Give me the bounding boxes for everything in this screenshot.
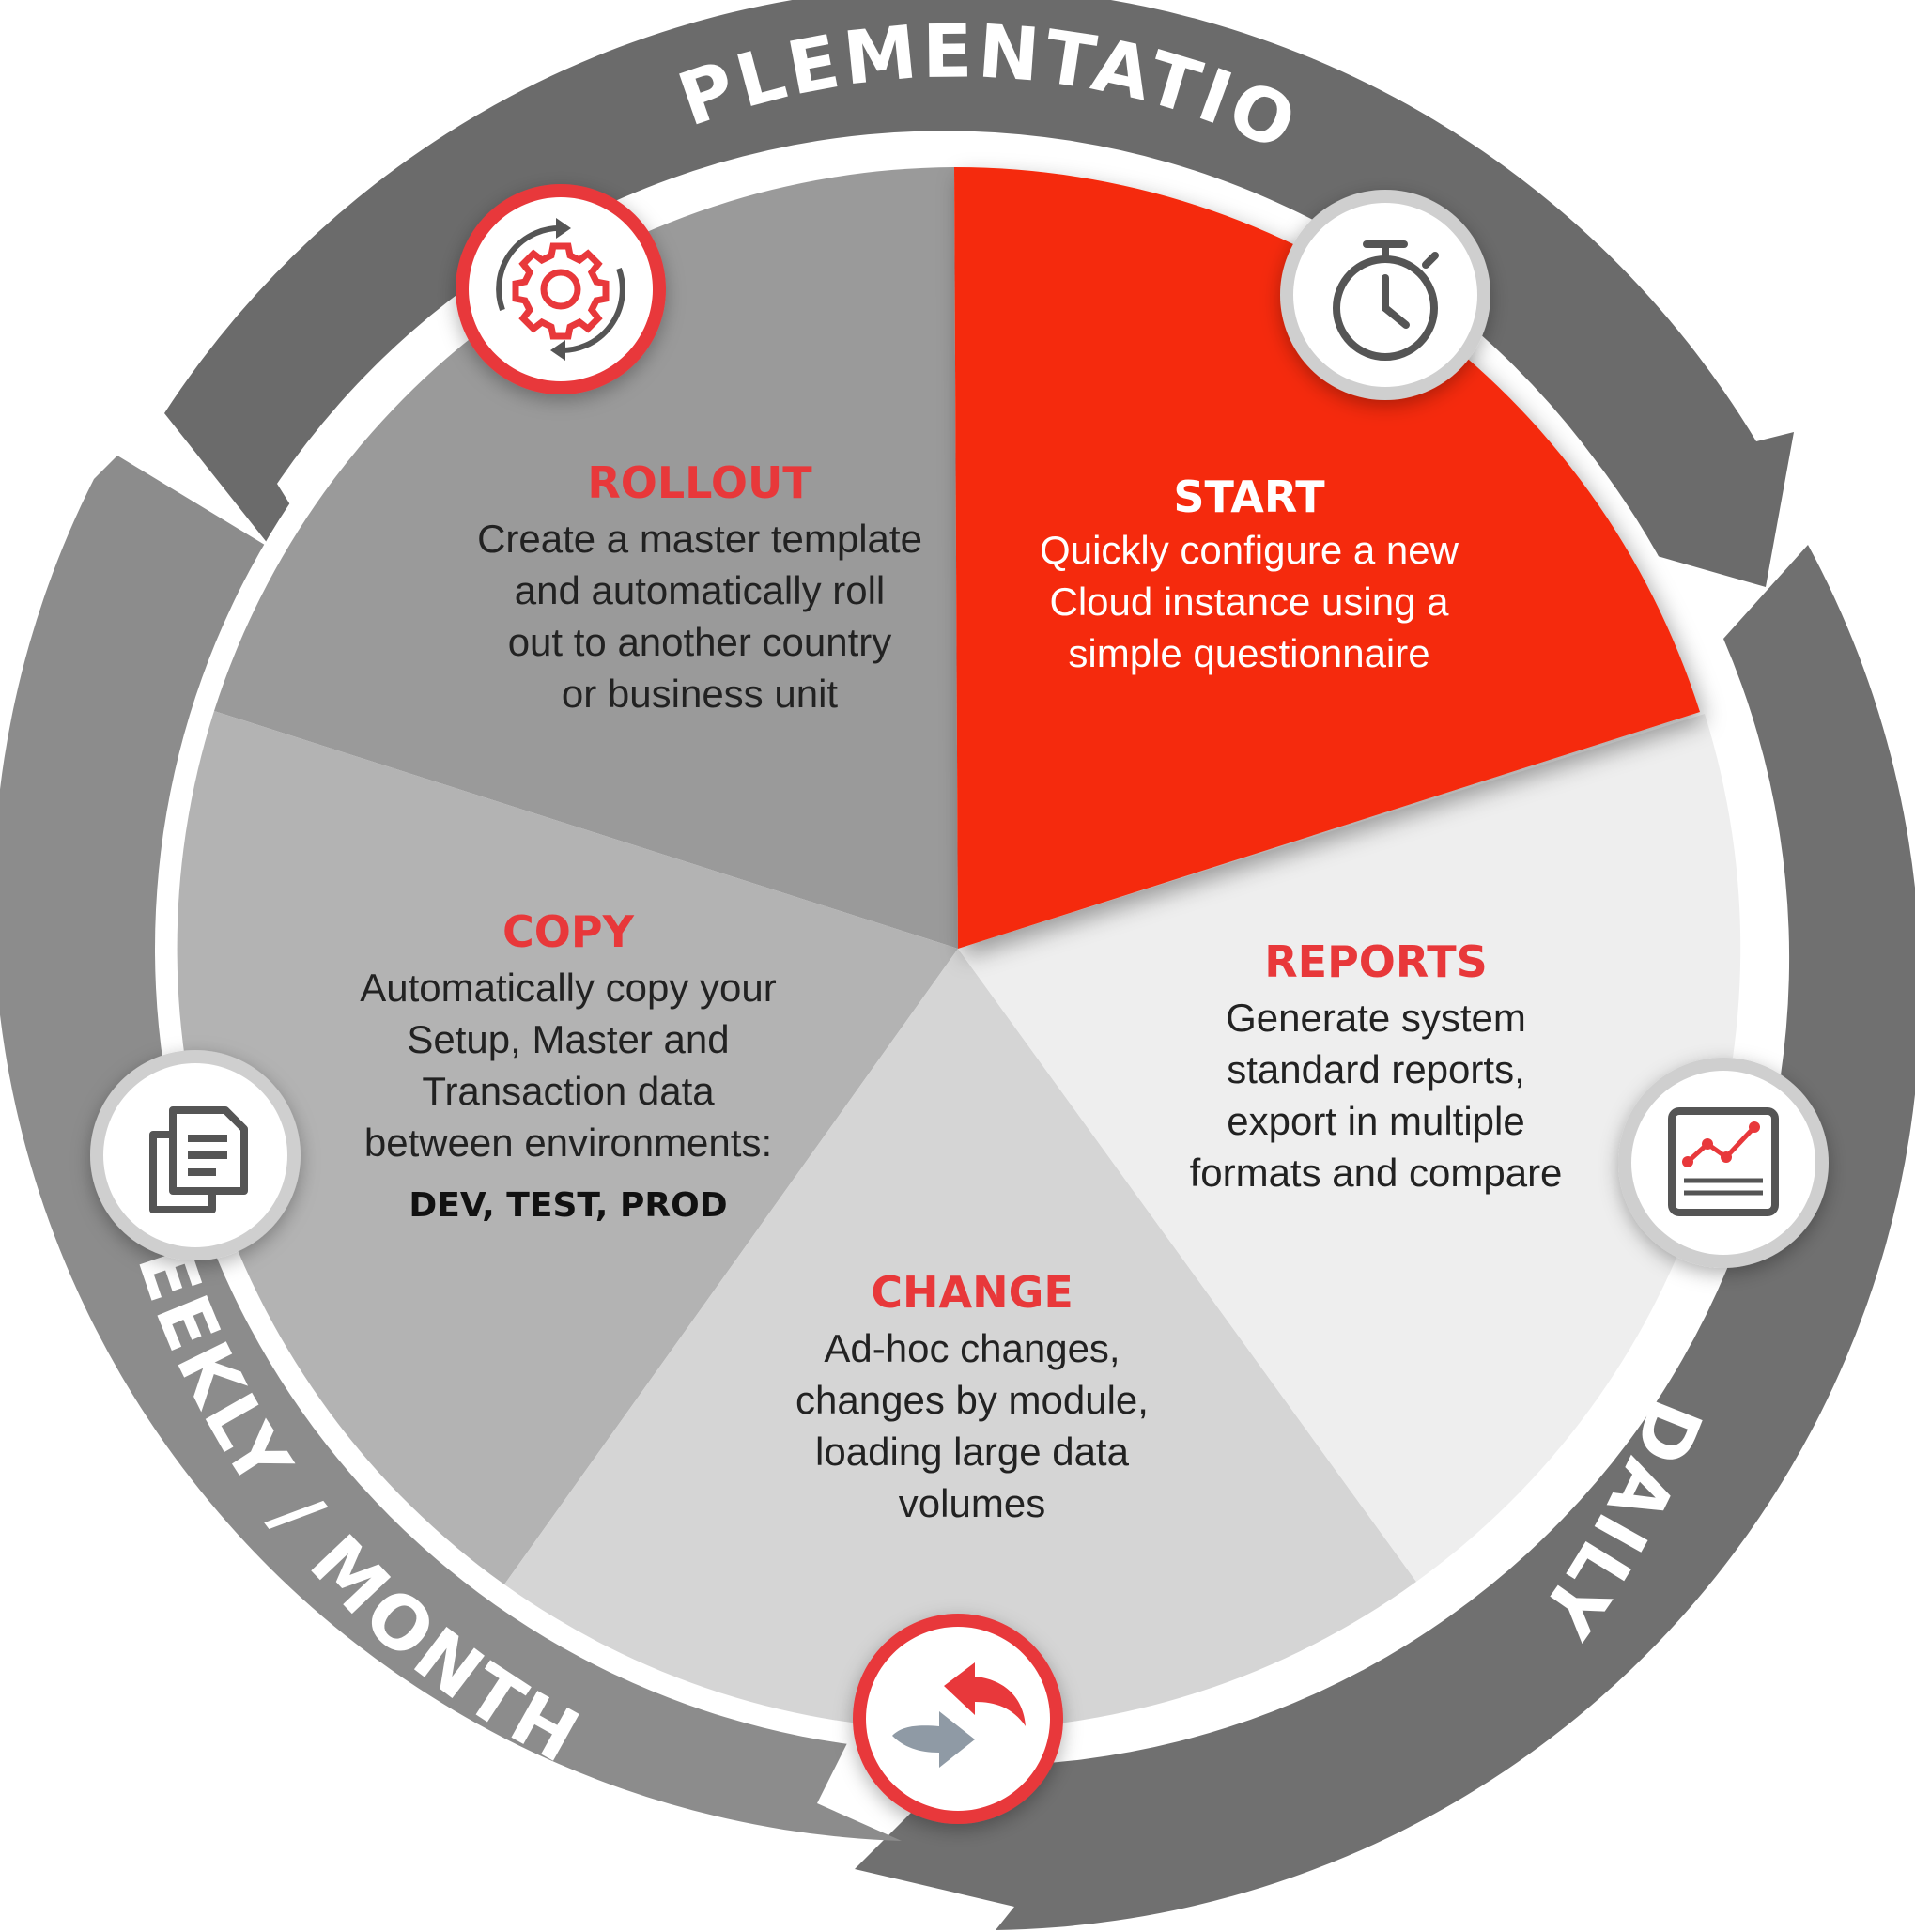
copy-line-3: Transaction data (422, 1069, 715, 1113)
start-line-1: Quickly configure a new (1040, 528, 1459, 572)
rollout-line-2: and automatically roll (515, 568, 886, 612)
reports-line-4: formats and compare (1190, 1151, 1563, 1195)
segment-copy (177, 711, 958, 1584)
copy-line-1: Automatically copy your (360, 966, 777, 1010)
start-line-2: Cloud instance using a (1050, 580, 1450, 624)
gear-cycle-icon (456, 184, 666, 394)
segment-reports (958, 714, 1741, 1582)
copy-documents-icon (90, 1050, 301, 1260)
copy-environments: DEV, TEST, PROD (409, 1186, 727, 1225)
pie (177, 166, 1741, 1730)
rollout-line-3: out to another country (508, 620, 892, 664)
reports-title: REPORTS (1264, 936, 1488, 987)
start-text: START Quickly configure a new Cloud inst… (1040, 471, 1459, 675)
daily-arrow (855, 545, 1915, 1930)
stopwatch-icon (1280, 190, 1490, 400)
change-line-4: volumes (899, 1481, 1045, 1525)
segment-start (954, 166, 1700, 949)
copy-line-4: between environments: (364, 1121, 772, 1165)
copy-line-2: Setup, Master and (407, 1017, 729, 1061)
rollout-title: ROLLOUT (587, 457, 812, 508)
change-title: CHANGE (871, 1267, 1073, 1318)
weekly-monthly-arrow (0, 456, 902, 1841)
start-line-3: simple questionnaire (1068, 631, 1429, 675)
reports-line-3: export in multiple (1227, 1099, 1524, 1143)
implementation-arrow (164, 0, 1794, 587)
change-text: CHANGE Ad-hoc changes, changes by module… (795, 1267, 1149, 1525)
reports-line-2: standard reports, (1227, 1047, 1525, 1091)
start-title: START (1173, 471, 1325, 522)
change-line-2: changes by module, (795, 1378, 1149, 1422)
chart-report-icon (1618, 1058, 1829, 1268)
rollout-line-4: or business unit (562, 672, 838, 716)
segment-change (504, 949, 1416, 1730)
copy-text: COPY Automatically copy your Setup, Mast… (360, 906, 777, 1225)
reports-line-1: Generate system (1226, 996, 1526, 1040)
copy-title: COPY (502, 906, 635, 957)
change-line-3: loading large data (815, 1430, 1130, 1474)
change-line-1: Ad-hoc changes, (824, 1326, 1120, 1370)
reports-text: REPORTS Generate system standard reports… (1190, 936, 1563, 1195)
rollout-text: ROLLOUT Create a master template and aut… (477, 457, 922, 716)
rollout-line-1: Create a master template (477, 517, 922, 561)
swap-arrows-icon (853, 1614, 1063, 1824)
segment-rollout (214, 167, 958, 949)
